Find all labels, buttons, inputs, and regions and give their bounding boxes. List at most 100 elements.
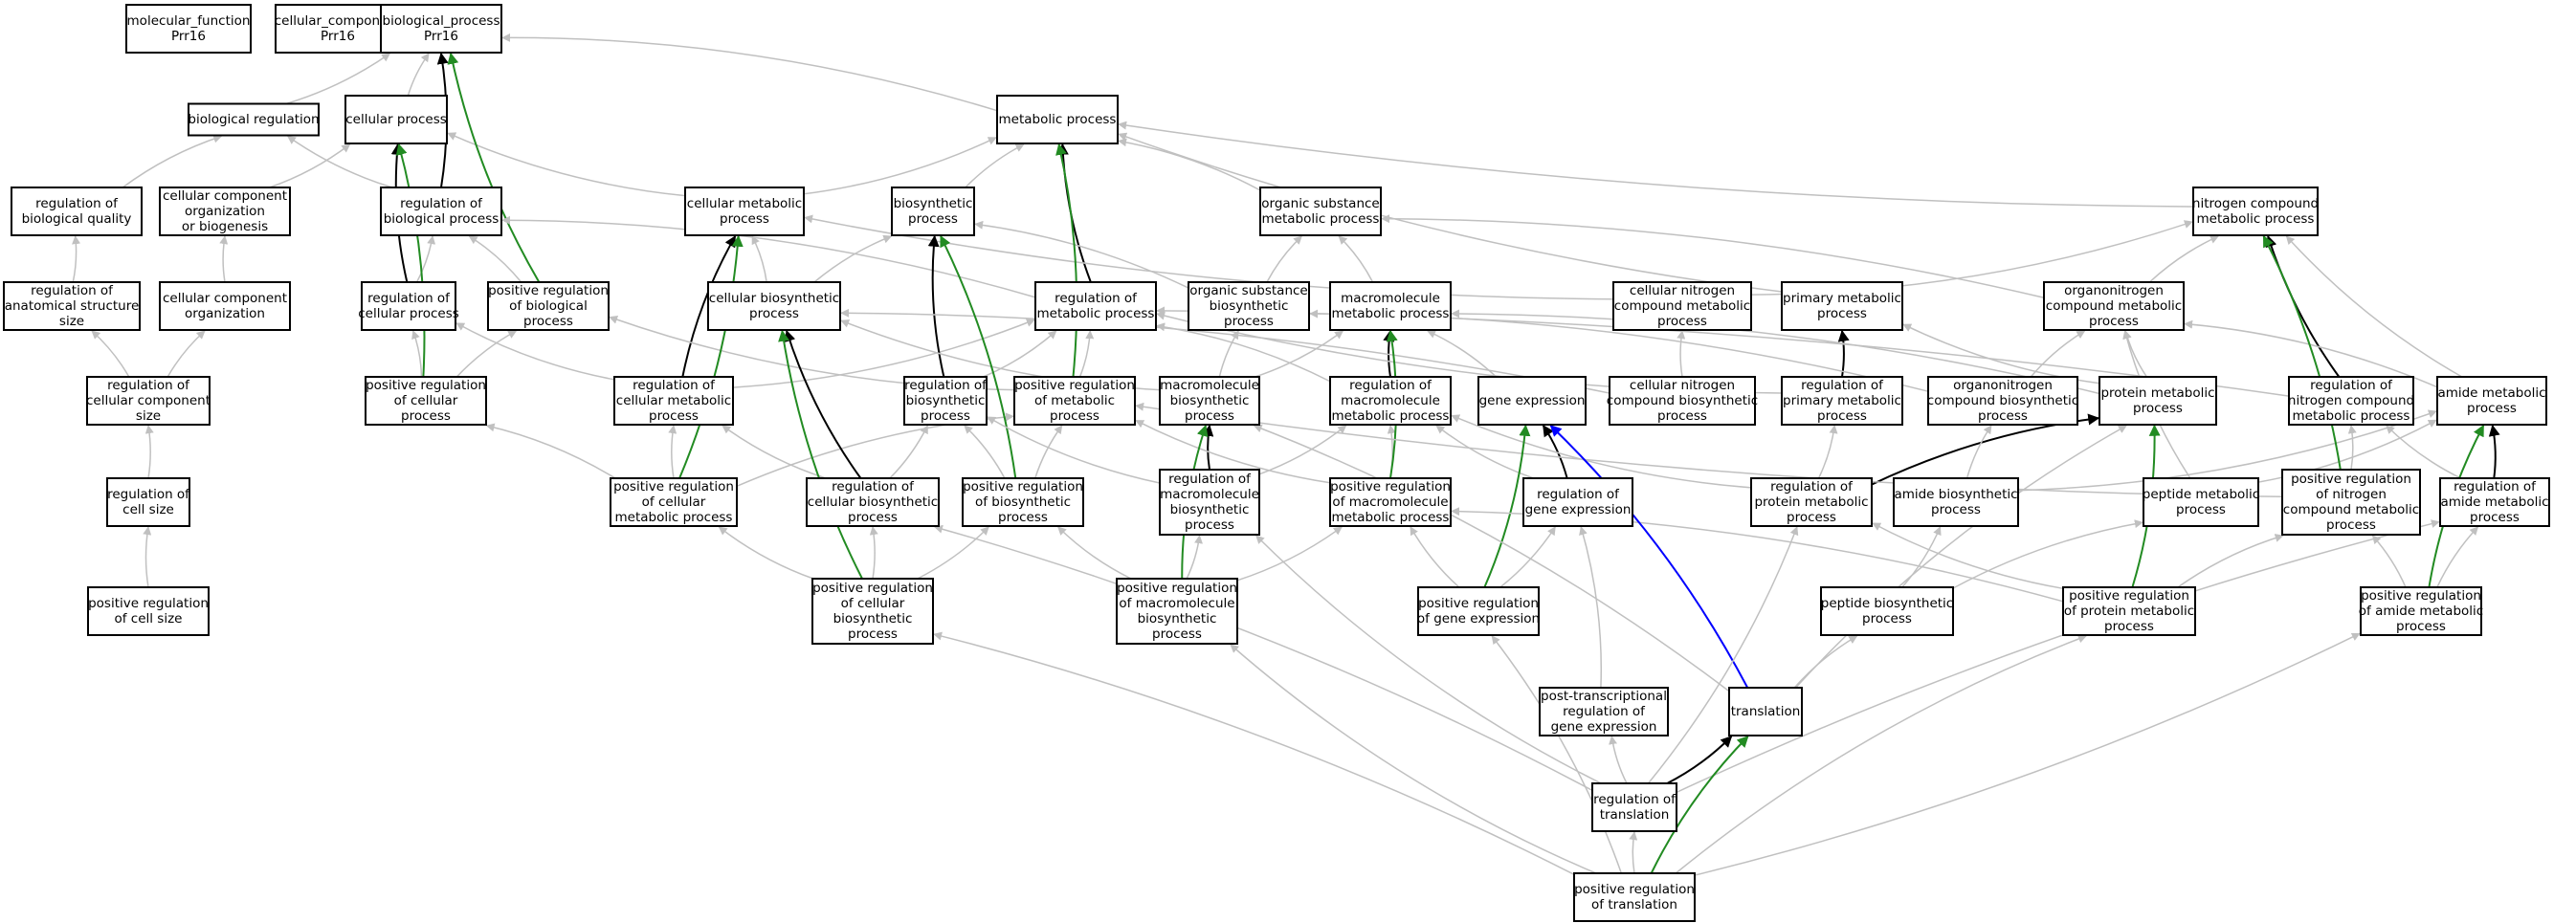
term-box[interactable] <box>996 95 1119 144</box>
term-box[interactable] <box>1927 376 2078 426</box>
term-box[interactable] <box>1591 782 1677 832</box>
term-box[interactable] <box>1477 376 1587 426</box>
term-box[interactable] <box>1259 187 1382 236</box>
term-box[interactable] <box>1609 376 1756 426</box>
term-box[interactable] <box>3 281 141 331</box>
term-box[interactable] <box>613 376 734 426</box>
term-box[interactable] <box>344 95 448 144</box>
term-box[interactable] <box>2062 586 2196 636</box>
term-box[interactable] <box>2043 281 2185 331</box>
term-box[interactable] <box>1013 376 1136 426</box>
term-box[interactable] <box>2360 586 2482 636</box>
term-box[interactable] <box>87 586 210 636</box>
term-box[interactable] <box>1781 376 1903 426</box>
term-box[interactable] <box>1159 376 1260 426</box>
term-box[interactable] <box>159 281 291 331</box>
term-box[interactable] <box>106 477 190 527</box>
term-box[interactable] <box>610 477 738 527</box>
term-box[interactable] <box>903 376 988 426</box>
term-box[interactable] <box>1573 872 1696 922</box>
term-box[interactable] <box>2281 469 2421 536</box>
term-box[interactable] <box>1417 586 1540 636</box>
term-node-cp[interactable]: cellular process <box>344 95 448 144</box>
term-node-breg[interactable]: biological regulation <box>188 102 320 137</box>
term-box[interactable] <box>380 187 502 236</box>
term-box[interactable] <box>1820 586 1954 636</box>
term-box[interactable] <box>1539 687 1669 736</box>
term-box[interactable] <box>1893 477 2019 527</box>
term-node-ge[interactable]: gene expression <box>1477 376 1587 426</box>
term-box[interactable] <box>2143 477 2259 527</box>
term-box[interactable] <box>891 187 975 236</box>
term-box[interactable] <box>125 4 252 54</box>
term-box[interactable] <box>86 376 211 426</box>
term-box[interactable] <box>1159 469 1260 536</box>
term-box[interactable] <box>1522 477 1633 527</box>
term-box[interactable] <box>684 187 805 236</box>
term-box[interactable] <box>365 376 487 426</box>
term-box[interactable] <box>275 4 401 54</box>
term-box[interactable] <box>707 281 841 331</box>
term-box[interactable] <box>1728 687 1803 736</box>
term-box[interactable] <box>159 187 291 236</box>
term-box[interactable] <box>380 4 502 54</box>
term-box[interactable] <box>2099 376 2217 426</box>
term-box[interactable] <box>2288 376 2414 426</box>
term-box[interactable] <box>361 281 456 331</box>
term-box[interactable] <box>1781 281 1903 331</box>
term-box[interactable] <box>1188 281 1310 331</box>
term-node-mp[interactable]: metabolic process <box>996 95 1119 144</box>
term-box[interactable] <box>11 187 143 236</box>
term-box[interactable] <box>2436 376 2547 426</box>
term-box[interactable] <box>487 281 610 331</box>
term-box[interactable] <box>2192 187 2319 236</box>
